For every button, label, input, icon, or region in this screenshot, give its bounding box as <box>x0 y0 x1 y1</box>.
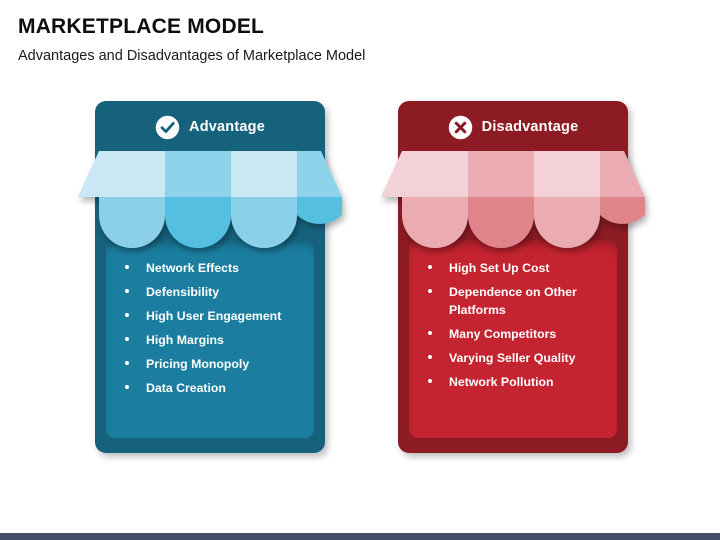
list-item: High Set Up Cost <box>427 259 607 277</box>
list-item: Data Creation <box>124 379 304 397</box>
bullet-dot-icon <box>125 313 129 317</box>
disadvantage-card-header: Disadvantage <box>398 101 628 153</box>
awning-scallop-3 <box>231 151 297 248</box>
list-item: Pricing Monopoly <box>124 355 304 373</box>
advantage-list: Network Effects Defensibility High User … <box>124 259 304 397</box>
awning-scallop-2 <box>468 151 534 248</box>
list-item-label: Network Effects <box>146 261 239 275</box>
awning-scallop-1 <box>381 151 468 248</box>
list-item-label: Data Creation <box>146 381 226 395</box>
list-item-label: Dependence on Other Platforms <box>449 285 577 317</box>
disadvantage-list: High Set Up Cost Dependence on Other Pla… <box>427 259 607 391</box>
list-item-label: High Set Up Cost <box>449 261 550 275</box>
bullet-dot-icon <box>428 379 432 383</box>
list-item: High Margins <box>124 331 304 349</box>
list-item-label: High User Engagement <box>146 309 282 323</box>
awning-scallop-4 <box>600 151 645 224</box>
awning-scallop-2 <box>165 151 231 248</box>
bullet-dot-icon <box>125 337 129 341</box>
list-item-label: Defensibility <box>146 285 220 299</box>
list-item: Network Pollution <box>427 373 607 391</box>
advantage-card-body: Network Effects Defensibility High User … <box>106 240 314 438</box>
disadvantage-card-title: Disadvantage <box>481 118 579 135</box>
list-item-label: Pricing Monopoly <box>146 357 250 371</box>
list-item-label: Varying Seller Quality <box>449 351 576 365</box>
disadvantage-card[interactable]: Disadvantage <box>381 101 645 453</box>
slide-header: MARKETPLACE MODEL Advantages and Disadva… <box>18 14 708 66</box>
bullet-dot-icon <box>125 385 129 389</box>
bullet-dot-icon <box>428 289 432 293</box>
bullet-dot-icon <box>125 361 129 365</box>
page-subtitle: Advantages and Disadvantages of Marketpl… <box>18 48 366 64</box>
awning-scallop-1 <box>78 151 165 248</box>
list-item: Many Competitors <box>427 325 607 343</box>
bullet-dot-icon <box>125 265 129 269</box>
list-item: High User Engagement <box>124 307 304 325</box>
list-item: Defensibility <box>124 283 304 301</box>
advantage-awning <box>78 151 342 248</box>
list-item: Network Effects <box>124 259 304 277</box>
list-item: Varying Seller Quality <box>427 349 607 367</box>
advantage-card-header: Advantage <box>95 101 325 153</box>
bullet-dot-icon <box>428 265 432 269</box>
bullet-dot-icon <box>125 289 129 293</box>
bullet-dot-icon <box>428 331 432 335</box>
page-title: MARKETPLACE MODEL <box>18 15 265 38</box>
x-circle-icon <box>448 115 472 139</box>
footer-bar <box>0 533 720 540</box>
advantage-card[interactable]: Advantage <box>78 101 342 453</box>
list-item-label: High Margins <box>146 333 224 347</box>
advantage-card-title: Advantage <box>189 118 265 135</box>
disadvantage-card-body: High Set Up Cost Dependence on Other Pla… <box>409 240 617 438</box>
bullet-dot-icon <box>428 355 432 359</box>
check-circle-icon <box>155 115 180 139</box>
awning-scallop-3 <box>534 151 600 248</box>
disadvantage-awning <box>381 151 645 248</box>
list-item-label: Network Pollution <box>449 375 554 389</box>
list-item: Dependence on Other Platforms <box>427 283 607 319</box>
list-item-label: Many Competitors <box>449 327 557 341</box>
awning-scallop-4 <box>297 151 342 224</box>
